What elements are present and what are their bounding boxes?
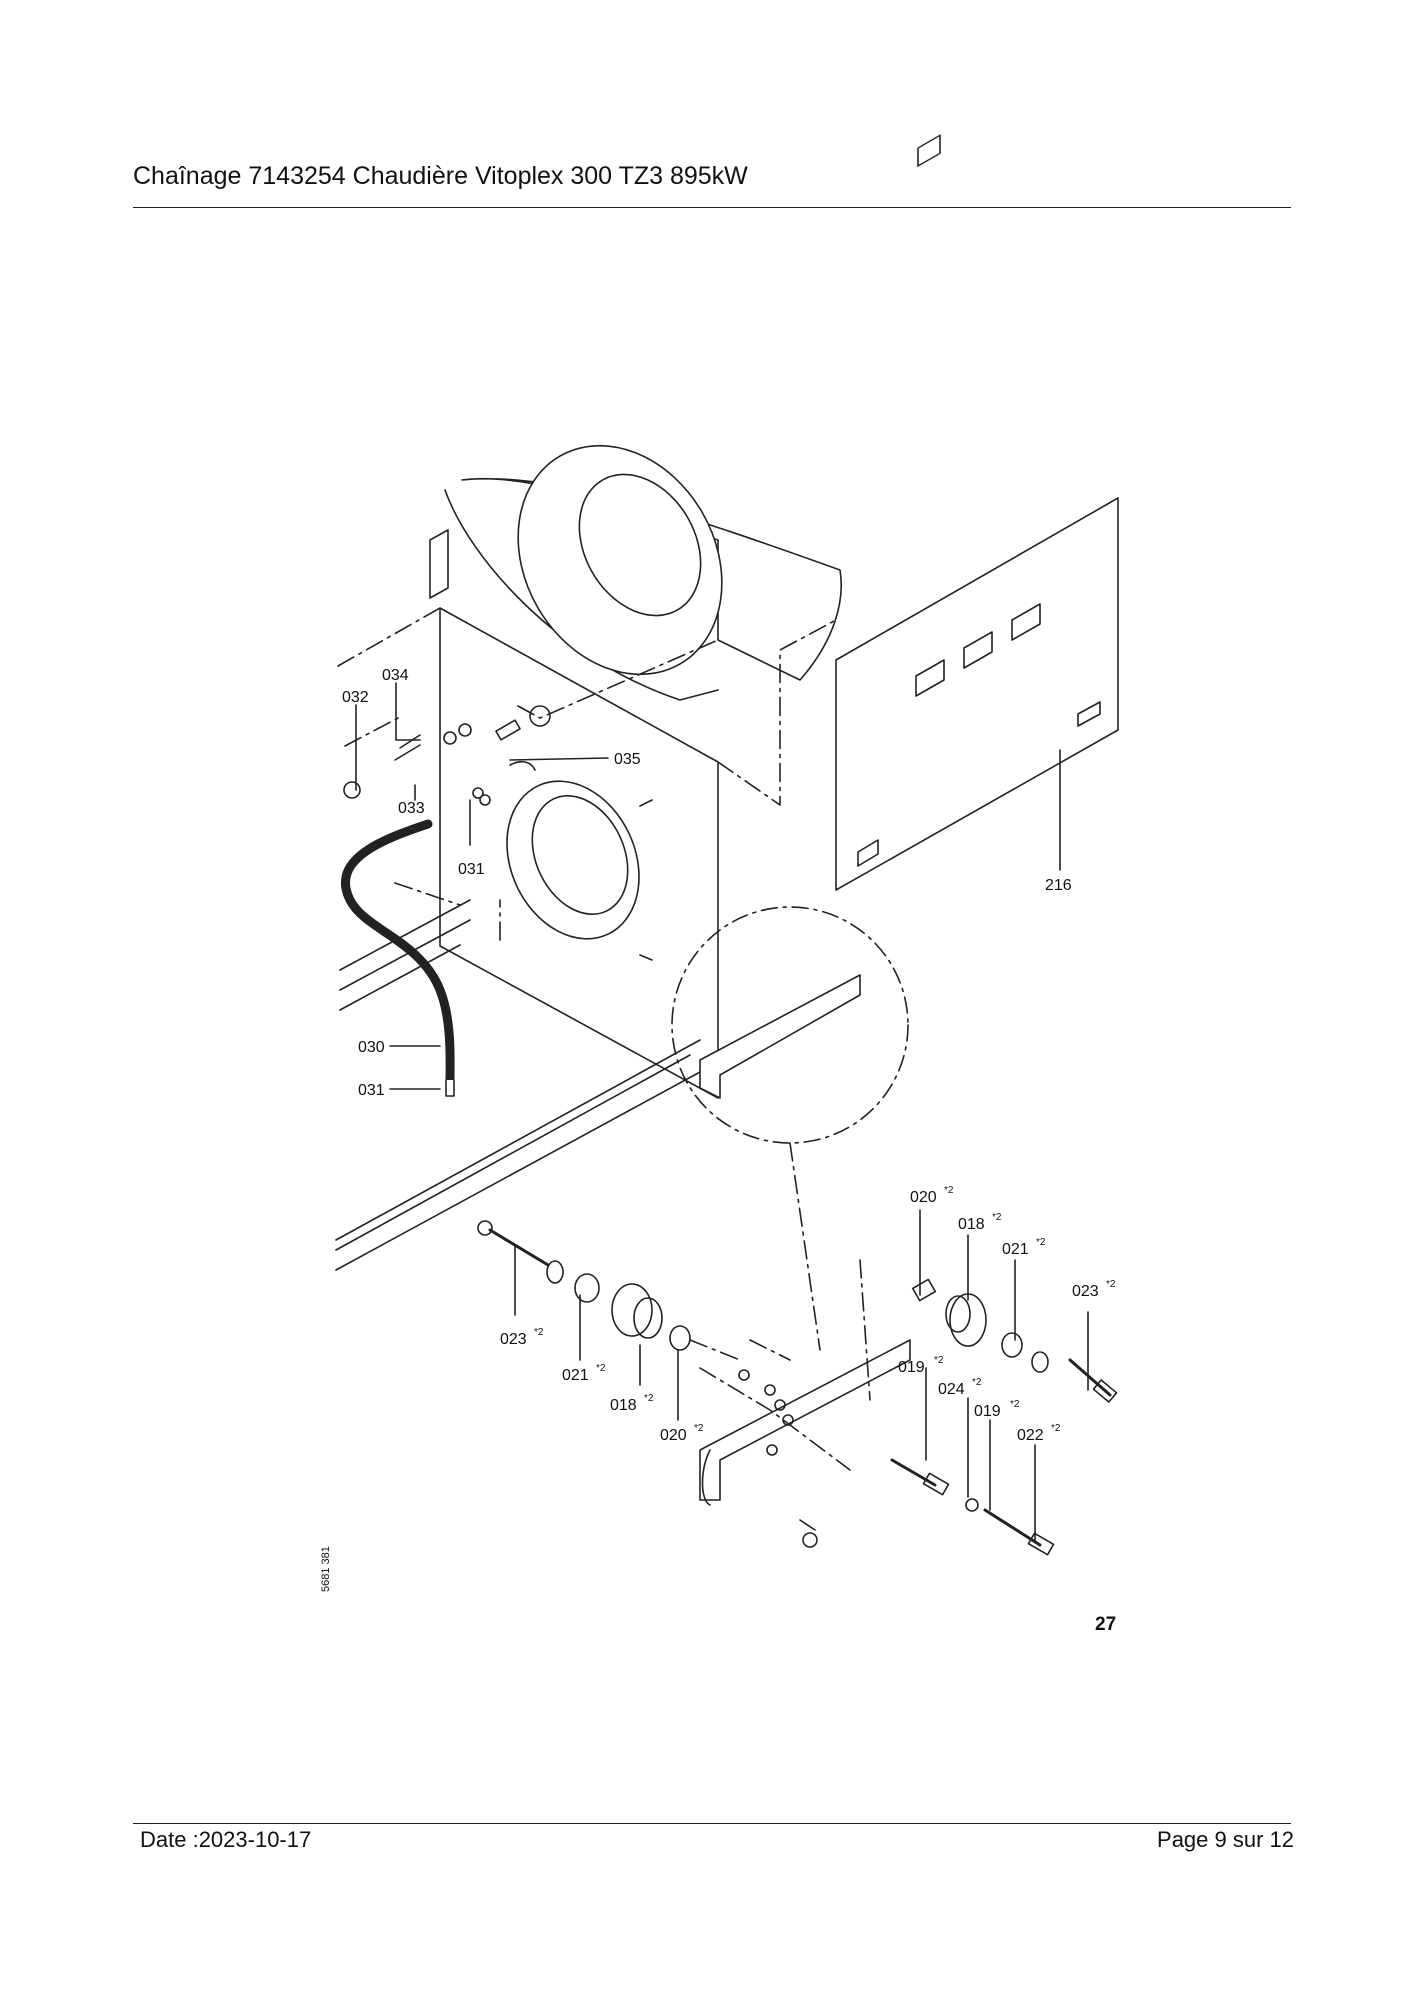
- svg-text:*2: *2: [596, 1363, 606, 1374]
- burner-opening: [517, 444, 723, 676]
- svg-text:*2: *2: [992, 1212, 1002, 1223]
- part-label-023-left: 023: [500, 1331, 527, 1348]
- part-label-020-right: 020: [910, 1189, 937, 1206]
- part-label-216: 216: [1045, 877, 1072, 894]
- flexible-hose: [341, 819, 455, 1085]
- svg-text:*2: *2: [1010, 1399, 1020, 1410]
- figure-number: 27: [1095, 1614, 1116, 1635]
- svg-text:*2: *2: [944, 1185, 954, 1196]
- footer-rule: [133, 1823, 1291, 1824]
- svg-text:*2: *2: [644, 1393, 654, 1404]
- part-label-024: 024: [938, 1381, 965, 1398]
- svg-text:*2: *2: [934, 1355, 944, 1366]
- header-rule: [133, 207, 1291, 208]
- part-label-019-top: 019: [898, 1359, 925, 1376]
- page-title: Chaînage 7143254 Chaudière Vitoplex 300 …: [133, 162, 748, 190]
- part-label-035: 035: [614, 751, 641, 768]
- svg-text:*2: *2: [1106, 1279, 1116, 1290]
- part-label-020-left: 020: [660, 1427, 687, 1444]
- part-label-031-top: 031: [458, 861, 485, 878]
- part-label-030: 030: [358, 1039, 385, 1056]
- part-label-018-left: 018: [610, 1397, 637, 1414]
- part-label-021-right: 021: [1002, 1241, 1029, 1258]
- part-label-019-bottom: 019: [974, 1403, 1001, 1420]
- drawing-code: 5681 381: [320, 1546, 332, 1592]
- part-label-032: 032: [342, 689, 369, 706]
- part-label-018-right: 018: [958, 1216, 985, 1233]
- part-label-034: 034: [382, 667, 409, 684]
- svg-text:*2: *2: [1036, 1237, 1046, 1248]
- svg-text:*2: *2: [694, 1423, 704, 1434]
- part-label-021-left: 021: [562, 1367, 589, 1384]
- sight-glass-ring: [506, 780, 640, 940]
- cover-panel-216: [835, 497, 1119, 891]
- part-label-022: 022: [1017, 1427, 1044, 1444]
- footer-page-number: Page 9 sur 12: [1157, 1827, 1294, 1852]
- mounting-bracket: [699, 1339, 911, 1501]
- footer-date: Date :2023-10-17: [140, 1827, 312, 1852]
- svg-text:*2: *2: [1051, 1423, 1061, 1434]
- svg-text:*2: *2: [534, 1327, 544, 1338]
- base-rail: [335, 1039, 701, 1271]
- part-label-023-right: 023: [1072, 1283, 1099, 1300]
- part-label-033: 033: [398, 800, 425, 817]
- svg-text:*2: *2: [972, 1377, 982, 1388]
- part-label-031-bottom: 031: [358, 1082, 385, 1099]
